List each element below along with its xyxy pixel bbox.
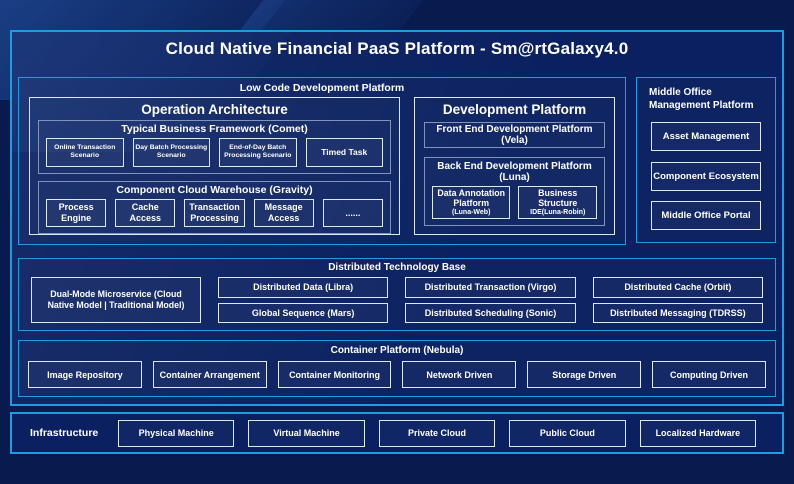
low-code-label: Low Code Development Platform (239, 82, 405, 94)
box-network-driven: Network Driven (402, 361, 517, 388)
box-title: Data Annotation Platform (437, 187, 506, 209)
component-warehouse-items: Process Engine Cache Access Transaction … (39, 198, 390, 234)
development-platform-title: Development Platform (442, 102, 587, 117)
box-distributed-scheduling: Distributed Scheduling (Sonic) (405, 302, 576, 323)
component-warehouse-label: Component Cloud Warehouse (Gravity) (116, 183, 313, 196)
box-message-access: Message Access (253, 198, 314, 227)
panel-development-platform: Development Platform Front End Developme… (413, 97, 615, 235)
distributed-label: Distributed Technology Base (328, 262, 466, 273)
page-title: Cloud Native Financial PaaS Platform - S… (165, 39, 629, 58)
box-component-ecosystem: Component Ecosystem (651, 161, 761, 191)
typical-business-items: Online Transaction Scenario Day Batch Pr… (39, 137, 390, 173)
back-end-items: Data Annotation Platform (Luna-Web) Busi… (425, 185, 604, 225)
box-private-cloud: Private Cloud (378, 419, 496, 447)
container-platform-label: Container Platform (Nebula) (330, 345, 464, 356)
group-component-cloud-warehouse: Component Cloud Warehouse (Gravity) Proc… (38, 180, 391, 234)
low-code-content: Operation Architecture Typical Business … (19, 97, 625, 244)
group-back-end-development-platform: Back End Development Platform (Luna) Dat… (423, 157, 605, 226)
box-transaction-processing: Transaction Processing (184, 198, 245, 227)
box-computing-driven: Computing Driven (652, 361, 766, 388)
main-frame: Cloud Native Financial PaaS Platform - S… (10, 30, 784, 406)
box-cache-access: Cache Access (115, 198, 176, 227)
box-timed-task: Timed Task (305, 138, 383, 167)
operation-architecture-title: Operation Architecture (141, 102, 288, 117)
box-container-arrangement: Container Arrangement (152, 361, 267, 388)
section-low-code-development-platform: Low Code Development Platform Operation … (18, 77, 626, 245)
section-middle-office-management-platform: Middle Office Management Platform Asset … (636, 77, 776, 243)
box-localized-hardware: Localized Hardware (639, 419, 757, 447)
box-physical-machine: Physical Machine (118, 419, 235, 447)
box-online-transaction-scenario: Online Transaction Scenario (46, 138, 124, 167)
box-subtitle: IDE(Luna-Robin) (530, 208, 586, 216)
section-infrastructure: Infrastructure Physical Machine Virtual … (10, 412, 784, 454)
distributed-column: Distributed Transaction (Virgo) Distribu… (405, 277, 576, 323)
box-public-cloud: Public Cloud (509, 419, 626, 447)
box-container-monitoring: Container Monitoring (277, 361, 392, 388)
typical-business-label: Typical Business Framework (Comet) (121, 123, 308, 135)
box-end-of-day-batch-processing-scenario: End-of-Day Batch Processing Scenario (219, 138, 297, 167)
box-data-annotation-platform: Data Annotation Platform (Luna-Web) (431, 186, 511, 219)
middle-office-items: Asset Management Component Ecosystem Mid… (649, 122, 763, 230)
box-distributed-cache: Distributed Cache (Orbit) (592, 277, 763, 298)
box-storage-driven: Storage Driven (527, 361, 642, 388)
distributed-content: Dual-Mode Microservice (Cloud Native Mod… (19, 274, 775, 330)
box-front-end-development-platform: Front End Development Platform (Vela) (423, 122, 605, 148)
box-virtual-machine: Virtual Machine (248, 419, 365, 447)
section-container-platform: Container Platform (Nebula) Image Reposi… (18, 340, 776, 397)
box-distributed-messaging: Distributed Messaging (TDRSS) (592, 302, 763, 323)
box-subtitle: (Luna-Web) (452, 208, 491, 216)
box-distributed-transaction: Distributed Transaction (Virgo) (405, 277, 576, 298)
box-image-repository: Image Repository (28, 361, 142, 388)
box-day-batch-processing-scenario: Day Batch Processing Scenario (132, 138, 210, 167)
back-end-label: Back End Development Platform (Luna) (437, 161, 592, 183)
middle-office-label: Middle Office Management Platform (649, 87, 754, 111)
infrastructure-label: Infrastructure (30, 427, 99, 439)
box-global-sequence: Global Sequence (Mars) (218, 302, 389, 323)
distributed-column: Distributed Data (Libra) Global Sequence… (218, 277, 389, 323)
box-business-structure-ide: Business Structure IDE(Luna-Robin) (518, 186, 597, 219)
box-middle-office-portal: Middle Office Portal (651, 201, 761, 230)
box-asset-management: Asset Management (651, 122, 761, 151)
box-process-engine: Process Engine (46, 198, 107, 227)
group-typical-business-framework: Typical Business Framework (Comet) Onlin… (38, 120, 391, 174)
box-title: Business Structure (538, 187, 578, 209)
distributed-column: Distributed Cache (Orbit) Distributed Me… (592, 277, 763, 323)
container-platform-items: Image Repository Container Arrangement C… (19, 358, 775, 396)
panel-operation-architecture: Operation Architecture Typical Business … (29, 97, 400, 235)
box-dual-mode-microservice: Dual-Mode Microservice (Cloud Native Mod… (31, 277, 201, 323)
box-distributed-data: Distributed Data (Libra) (218, 277, 389, 298)
section-distributed-technology-base: Distributed Technology Base Dual-Mode Mi… (18, 258, 776, 331)
box-ellipsis: ...... (322, 198, 383, 227)
